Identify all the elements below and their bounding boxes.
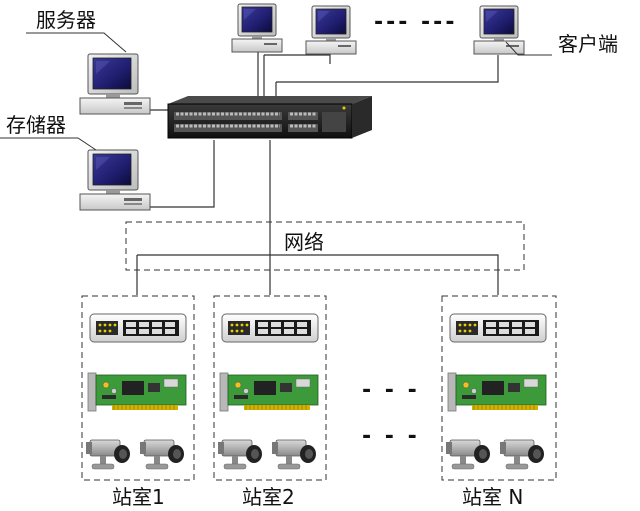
station-1-camera-2 <box>139 439 185 470</box>
client-computer-1 <box>231 3 283 53</box>
station-1-hub <box>89 313 187 343</box>
station-n-hub <box>449 313 547 343</box>
connection-lines <box>136 50 499 295</box>
client-computer-2 <box>305 5 357 55</box>
station-2-camera-1 <box>217 439 263 470</box>
stations-ellipsis-1: - - - <box>362 378 420 403</box>
station-2-camera-2 <box>271 439 317 470</box>
station-n <box>441 295 557 481</box>
station-2-hub <box>221 313 319 343</box>
storage-label: 存储器 <box>6 113 66 137</box>
station-n-capture-card <box>447 372 547 412</box>
core-switch <box>167 96 372 139</box>
network-label: 网络 <box>284 230 324 254</box>
station-n-label: 站室 N <box>462 485 524 509</box>
server-computer <box>79 53 151 115</box>
station-1-camera-1 <box>85 439 131 470</box>
network-box <box>125 221 525 271</box>
station-1-capture-card <box>87 372 187 412</box>
storage-computer <box>79 149 151 211</box>
stations-ellipsis-2: - - - <box>362 424 420 449</box>
server-label: 服务器 <box>36 8 96 32</box>
station-n-camera-2 <box>499 439 545 470</box>
station-2 <box>213 295 327 481</box>
client-computer-3 <box>473 5 525 55</box>
station-2-capture-card <box>219 372 319 412</box>
station-1 <box>81 295 195 481</box>
station-n-camera-1 <box>445 439 491 470</box>
label-leaders <box>0 32 552 151</box>
clients-ellipsis: --- --- <box>374 10 458 35</box>
station-1-label: 站室1 <box>112 485 165 509</box>
client-label: 客户端 <box>558 32 618 56</box>
station-2-label: 站室2 <box>242 485 295 509</box>
